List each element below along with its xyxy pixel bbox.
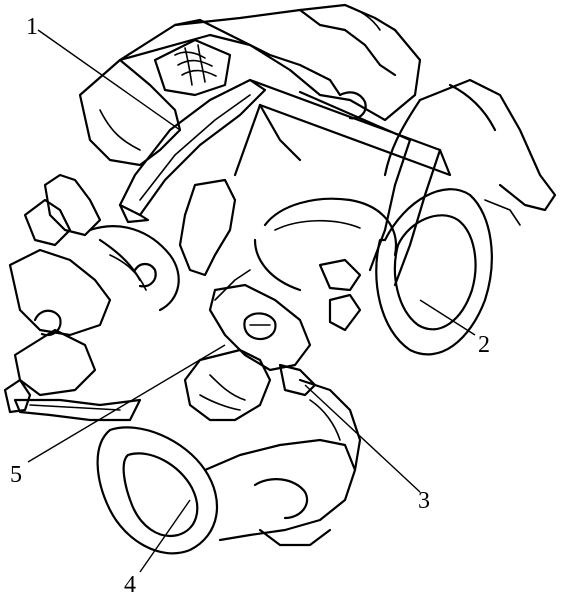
right-air-tube: [375, 78, 557, 356]
lower-right-housing: [298, 378, 362, 472]
support-frame: [233, 78, 452, 287]
front-intake-tube: [96, 348, 357, 555]
leader-line-5: [27, 344, 226, 463]
callout-5: 5: [10, 462, 22, 488]
leader-line-3: [304, 384, 421, 493]
callout-4: 4: [124, 572, 136, 598]
left-carburetor-body: [3, 173, 237, 414]
callout-labels: 1 2 3 4 5: [10, 14, 490, 598]
fin-cluster: [153, 38, 232, 97]
leader-line-4: [139, 499, 191, 573]
callout-3: 3: [418, 488, 430, 514]
center-bracket: [208, 258, 362, 397]
throttle-link-arm: [118, 78, 267, 224]
leader-line-1: [37, 29, 181, 131]
leader-line-2: [419, 299, 476, 336]
rear-duct: [253, 197, 397, 292]
upper-housing: [78, 3, 422, 167]
callout-1: 1: [26, 14, 38, 40]
mounting-strip: [13, 398, 142, 422]
callout-2: 2: [478, 332, 490, 358]
leader-lines: [27, 29, 476, 573]
